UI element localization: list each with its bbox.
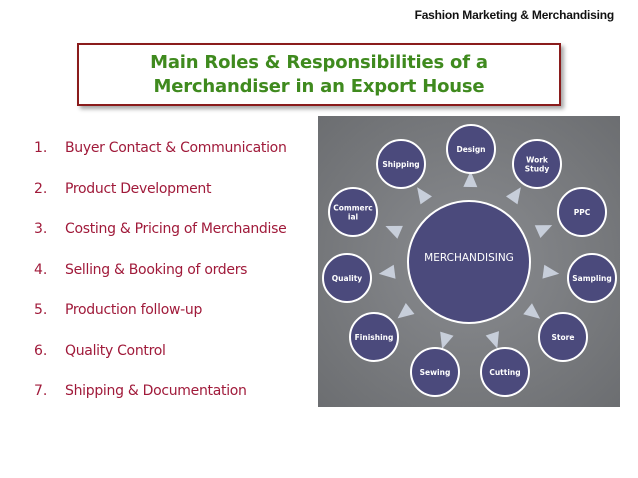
role-item: 3. Costing & Pricing of Merchandise <box>34 221 287 262</box>
role-number: 1. <box>34 140 48 156</box>
node-label: Study <box>525 165 550 174</box>
node-circle <box>480 347 530 397</box>
role-number: 2. <box>34 180 48 197</box>
roles-list: 1. Buyer Contact & Communication 2. Prod… <box>34 140 287 424</box>
title-line-1: Main Roles & Responsibilities of a <box>150 51 488 73</box>
role-text: Shipping & Documentation <box>65 383 247 399</box>
role-item: 7. Shipping & Documentation <box>34 383 287 424</box>
arrow-icon <box>534 225 553 239</box>
node-circle <box>446 124 496 174</box>
diagram-node: Shipping <box>376 139 426 189</box>
diagram-node: Cutting <box>480 347 530 397</box>
node-circle <box>557 187 607 237</box>
node-label: Design <box>456 145 485 154</box>
node-circle <box>322 253 372 303</box>
arrow-icon <box>378 264 396 279</box>
arrow-icon <box>523 303 541 319</box>
role-number: 4. <box>34 261 48 278</box>
diagram-node: Sewing <box>410 347 460 397</box>
node-label: PPC <box>574 208 591 217</box>
role-number: 3. <box>34 221 48 237</box>
node-circle <box>376 139 426 189</box>
node-label: Finishing <box>355 333 394 342</box>
diagram-node: Store <box>538 312 588 362</box>
arrow-icon <box>506 187 521 205</box>
diagram-node: Quality <box>322 253 372 303</box>
node-label: Cutting <box>489 368 520 377</box>
node-label: Commerc <box>333 204 373 213</box>
diagram-node: PPC <box>557 187 607 237</box>
arrow-icon <box>385 225 403 239</box>
node-circle <box>410 347 460 397</box>
node-label: Store <box>552 333 575 342</box>
arrow-icon <box>440 331 454 349</box>
arrow-icon <box>397 302 415 319</box>
arrow-icon <box>542 264 560 279</box>
node-label: Sewing <box>420 368 451 377</box>
node-circle <box>538 312 588 362</box>
role-item: 4. Selling & Booking of orders <box>34 262 287 303</box>
node-label: ial <box>348 213 358 222</box>
role-item: 6. Quality Control <box>34 343 287 384</box>
role-text: Selling & Booking of orders <box>65 261 248 278</box>
diagram-node: Design <box>446 124 496 174</box>
role-text: Quality Control <box>65 342 166 359</box>
role-item: 1. Buyer Contact & Communication <box>34 140 287 181</box>
role-text: Costing & Pricing of Merchandise <box>65 221 287 237</box>
role-item: 5. Production follow-up <box>34 302 287 343</box>
node-circle <box>328 187 378 237</box>
title-box: Main Roles & Responsibilities of a Merch… <box>77 43 561 106</box>
header-label: Fashion Marketing & Merchandising <box>414 8 615 22</box>
node-label: Shipping <box>382 160 419 169</box>
node-circle <box>349 312 399 362</box>
role-number: 5. <box>34 302 48 318</box>
arrow-icon <box>463 171 478 188</box>
arrow-icon <box>417 187 432 205</box>
role-number: 7. <box>34 383 48 399</box>
node-label: Quality <box>332 274 363 283</box>
node-label: Work <box>526 156 549 165</box>
node-circle <box>512 139 562 189</box>
center-node-label: MERCHANDISING <box>424 252 514 264</box>
diagram-node: Finishing <box>349 312 399 362</box>
diagram-node: Sampling <box>567 253 617 303</box>
role-number: 6. <box>34 342 48 359</box>
title-line-2: Merchandiser in an Export House <box>153 75 485 97</box>
node-circle <box>567 253 617 303</box>
role-text: Production follow-up <box>65 302 203 318</box>
diagram-canvas: MERCHANDISINGDesignWorkStudyPPCSamplingS… <box>318 116 620 407</box>
role-text: Product Development <box>65 180 212 197</box>
arrow-icon <box>485 331 499 349</box>
center-node <box>407 200 531 324</box>
node-label: Sampling <box>572 274 612 283</box>
role-text: Buyer Contact & Communication <box>65 140 287 156</box>
role-item: 2. Product Development <box>34 181 287 222</box>
